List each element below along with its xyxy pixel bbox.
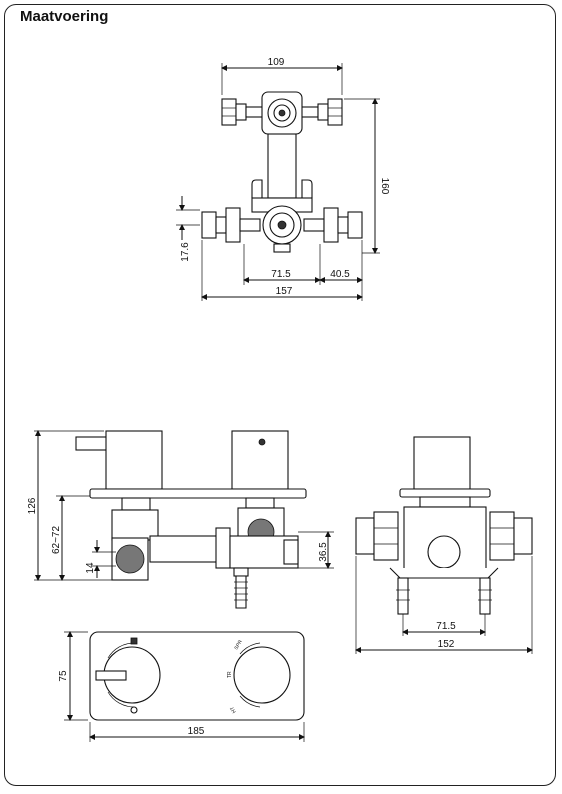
dim-plate-width: 185 — [188, 726, 205, 737]
riser-pipe — [267, 133, 297, 199]
cover-plate — [89, 488, 307, 499]
left-dial-lever — [95, 670, 127, 681]
dim-top-height: 160 — [379, 178, 390, 195]
dim-side-range: 62~72 — [51, 526, 62, 555]
dim-side-inlet: 36.5 — [318, 542, 329, 562]
right-view-plate — [399, 488, 491, 498]
dim-right-total: 152 — [438, 639, 455, 650]
drawing-frame — [4, 4, 556, 786]
left-knob — [105, 430, 163, 490]
dim-top-side: 40.5 — [330, 269, 350, 280]
dim-right-spacing: 71.5 — [436, 621, 456, 632]
dial-label-a: SPR — [234, 639, 245, 651]
dial-label-b: TR — [227, 671, 233, 678]
dim-top-spacing: 71.5 — [271, 269, 291, 280]
dim-plate-height: 75 — [58, 670, 69, 682]
lever-handle — [75, 436, 109, 451]
upper-fitting — [221, 91, 343, 135]
bracket-right — [301, 179, 313, 198]
dim-top-total: 157 — [276, 286, 293, 297]
lower-fitting — [201, 197, 363, 253]
page-title: Maatvoering — [20, 8, 109, 25]
dim-top-width: 109 — [268, 57, 285, 68]
dim-top-offset: 17.6 — [180, 242, 191, 262]
right-dial — [233, 646, 291, 704]
side-view: 126 62~72 14 36.5 — [27, 430, 334, 609]
left-inlet-hatch — [115, 544, 145, 574]
right-view: 71.5 152 — [355, 436, 533, 654]
plate-view: SPR TR HT 75 185 — [58, 631, 305, 742]
dial-label-c: HT — [229, 705, 238, 714]
dim-side-height: 126 — [27, 497, 38, 514]
dim-side-small: 14 — [85, 562, 96, 574]
right-view-knob — [413, 436, 471, 490]
bracket-left — [251, 179, 263, 198]
top-view: 109 160 17.6 71.5 40.5 157 — [176, 57, 390, 301]
